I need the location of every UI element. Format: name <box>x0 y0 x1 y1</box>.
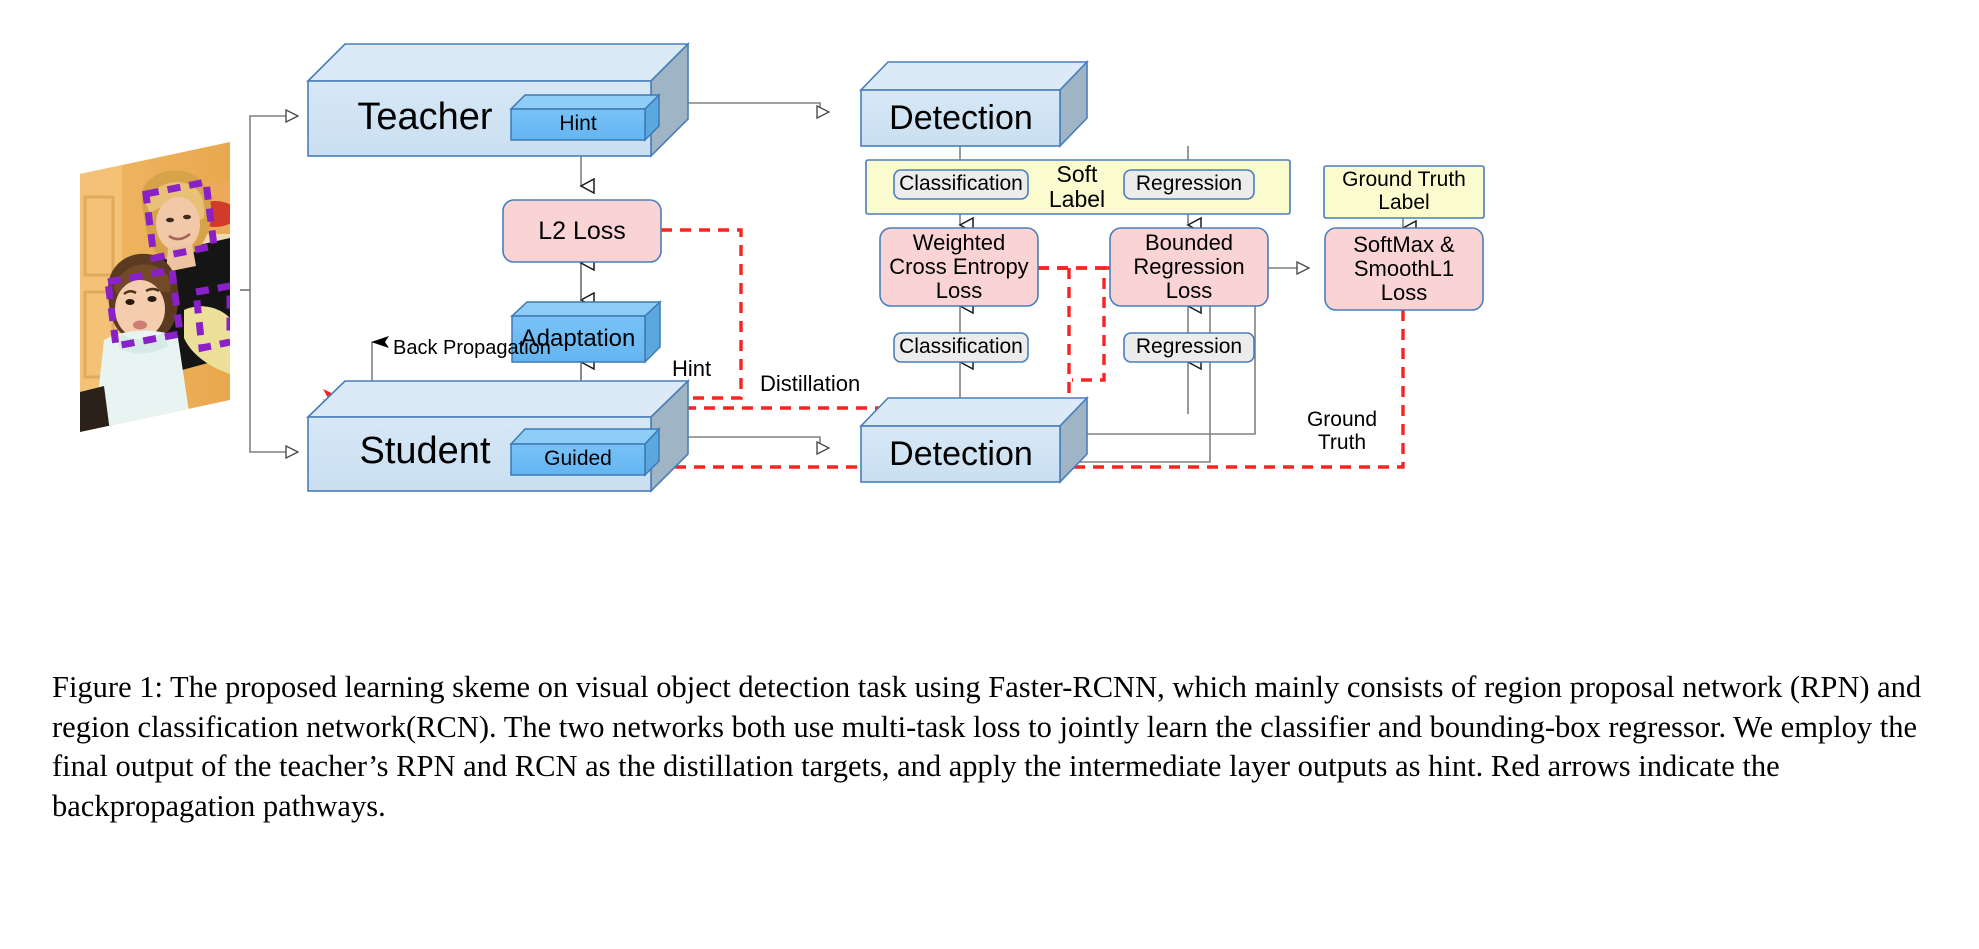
figure-diagram: Teacher Hint Student Guided Adaptation D… <box>80 42 1485 493</box>
caption-figure-number: Figure 1: <box>52 670 163 704</box>
box-classification-hard <box>893 332 1029 363</box>
box-regression-hard <box>1123 332 1255 363</box>
bbox-mother <box>142 177 218 263</box>
block-adaptation <box>510 300 662 364</box>
block-detection-top <box>859 60 1089 148</box>
box-l2-loss <box>502 199 662 263</box>
block-detection-bottom <box>859 396 1089 484</box>
input-image <box>80 142 234 432</box>
box-weighted-cross-entropy-loss <box>879 227 1039 307</box>
box-regression-soft <box>1123 169 1255 200</box>
box-classification-soft <box>893 169 1029 200</box>
ground-truth-label-box <box>1323 165 1485 219</box>
block-guided <box>509 427 661 477</box>
diagram-canvas <box>240 42 1485 493</box>
block-hint <box>509 93 661 142</box>
box-bounded-regression-loss <box>1109 227 1269 307</box>
figure-caption: Figure 1: The proposed learning skeme on… <box>52 668 1942 827</box>
caption-text: The proposed learning skeme on visual ob… <box>52 670 1922 823</box>
box-softmax-smoothl1-loss <box>1324 227 1484 311</box>
